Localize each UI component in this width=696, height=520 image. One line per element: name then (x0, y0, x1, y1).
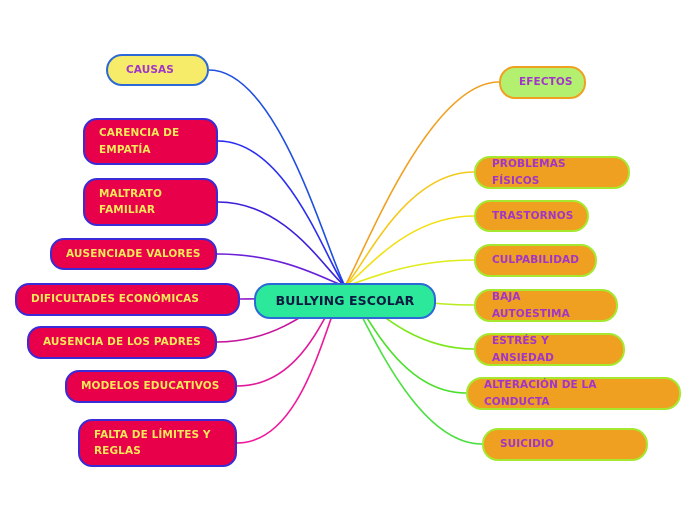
effect-guilt[interactable]: CULPABILIDAD (474, 244, 597, 277)
cause-label: FALTA DE LÍMITES Y REGLAS (94, 428, 211, 457)
causes-label: CAUSAS (126, 63, 174, 76)
effect-disorders[interactable]: TRASTORNOS (474, 200, 589, 232)
cause-lack-of-values[interactable]: AUSENCIADE VALORES (50, 238, 217, 270)
cause-label: DIFICULTADES ECONÓMICAS (31, 293, 200, 306)
causes-node[interactable]: CAUSAS (106, 54, 209, 86)
central-topic-label: BULLYING ESCOLAR (275, 293, 415, 309)
effect-label: PROBLEMAS FÍSICOS (492, 158, 566, 187)
right-connector (344, 215, 475, 287)
right-connector (344, 81, 500, 287)
cause-label: MODELOS EDUCATIVOS (81, 380, 220, 393)
cause-lack-of-limits[interactable]: FALTA DE LÍMITES Y REGLAS (78, 419, 237, 467)
cause-label: AUSENCIADE VALORES (66, 247, 201, 260)
central-topic-node[interactable]: BULLYING ESCOLAR (254, 283, 436, 319)
left-connector (217, 201, 346, 287)
cause-economic-difficulties[interactable]: DIFICULTADES ECONÓMICAS (15, 283, 240, 316)
left-connector (208, 69, 346, 287)
right-connector (344, 171, 475, 287)
effect-physical-problems[interactable]: PROBLEMAS FÍSICOS (474, 156, 630, 189)
effect-label: BAJA AUTOESTIMA (492, 291, 570, 320)
effect-label: CULPABILIDAD (492, 254, 580, 267)
effect-label: ALTERACIÓN DE LA CONDUCTA (484, 379, 597, 408)
effect-label: SUICIDIO (500, 438, 554, 451)
cause-absent-parents[interactable]: AUSENCIA DE LOS PADRES (27, 326, 217, 359)
effect-behavior-change[interactable]: ALTERACIÓN DE LA CONDUCTA (466, 377, 681, 410)
effect-suicide[interactable]: SUICIDIO (482, 428, 648, 461)
cause-educational-models[interactable]: MODELOS EDUCATIVOS (65, 370, 237, 403)
cause-label: CARENCIA DE EMPATÍA (99, 127, 180, 156)
left-connector (217, 140, 346, 287)
cause-family-abuse[interactable]: MALTRATO FAMILIAR (83, 178, 218, 226)
cause-label: AUSENCIA DE LOS PADRES (43, 336, 201, 349)
effect-label: TRASTORNOS (492, 209, 574, 222)
effects-node[interactable]: EFECTOS (499, 66, 586, 99)
cause-label: MALTRATO FAMILIAR (99, 187, 162, 216)
effect-low-self-esteem[interactable]: BAJA AUTOESTIMA (474, 289, 618, 322)
effects-label: EFECTOS (519, 76, 573, 89)
effect-stress-anxiety[interactable]: ESTRÉS Y ANSIEDAD (474, 333, 625, 366)
left-connector (216, 253, 346, 287)
cause-lack-of-empathy[interactable]: CARENCIA DE EMPATÍA (83, 118, 218, 165)
effect-label: ESTRÉS Y ANSIEDAD (492, 335, 554, 364)
